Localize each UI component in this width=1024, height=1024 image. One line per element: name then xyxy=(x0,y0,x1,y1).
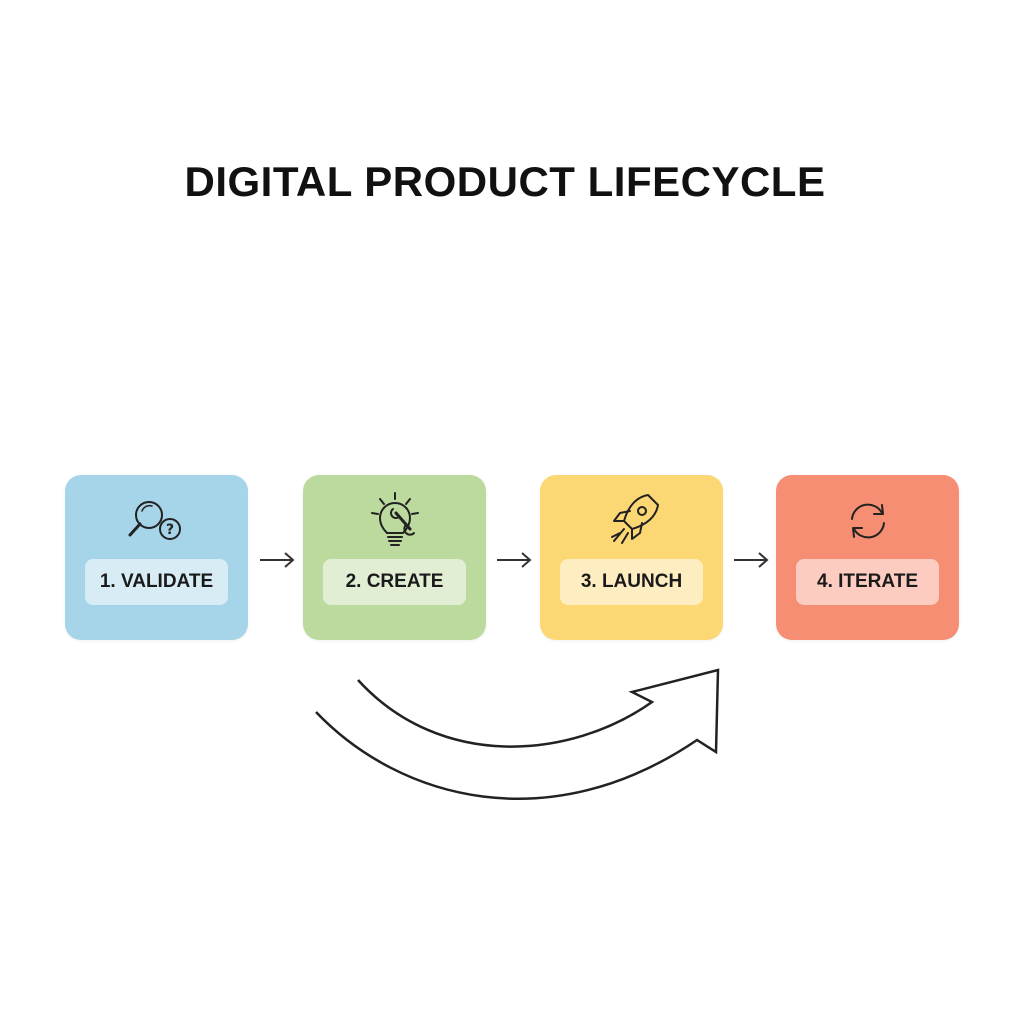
arrow-right-icon xyxy=(260,552,295,568)
stage-label: 4. ITERATE xyxy=(796,559,939,605)
diagram-title: DIGITAL PRODUCT LIFECYCLE xyxy=(184,158,826,205)
arrow-right-icon xyxy=(497,552,532,568)
arrow-right-icon xyxy=(734,552,769,568)
stage-label: 1. VALIDATE xyxy=(85,559,228,605)
refresh-cycle-icon xyxy=(776,489,959,553)
stage-create: 2. CREATE xyxy=(303,475,486,640)
magnifier-question-icon: ? xyxy=(65,489,248,553)
stage-validate: ? 1. VALIDATE xyxy=(65,475,248,640)
svg-text:?: ? xyxy=(165,522,173,538)
stage-iterate: 4. ITERATE xyxy=(776,475,959,640)
stage-label: 2. CREATE xyxy=(323,559,466,605)
stage-label: 3. LAUNCH xyxy=(560,559,703,605)
lightbulb-wrench-icon xyxy=(303,489,486,553)
rocket-icon xyxy=(540,489,723,553)
stage-launch: 3. LAUNCH xyxy=(540,475,723,640)
